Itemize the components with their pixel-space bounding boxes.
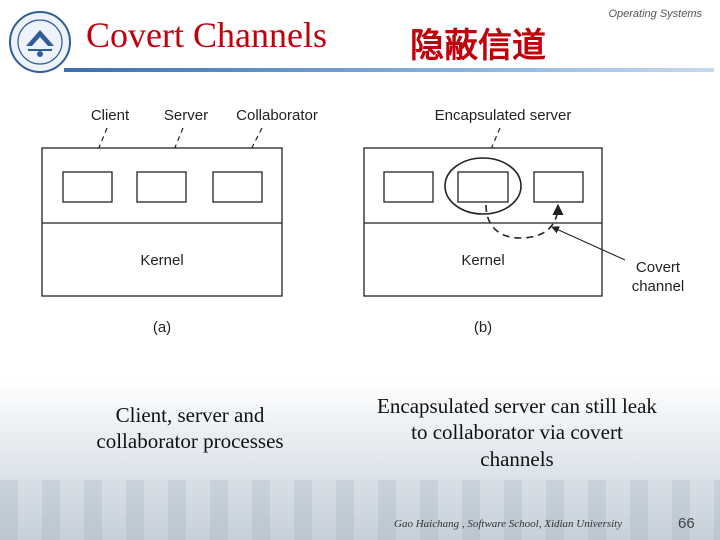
- caption-left: Client, server and collaborator processe…: [96, 403, 284, 454]
- system-box-a: [41, 147, 283, 297]
- slide-title: Covert Channels: [86, 15, 327, 55]
- sub-label-b: (b): [474, 319, 492, 336]
- kernel-label-a: Kernel: [140, 252, 183, 269]
- encapsulation-ring: [444, 157, 522, 215]
- title-underline: [64, 68, 714, 72]
- encapsulated-server-box: [457, 171, 509, 203]
- panel-b: Encapsulated server Covert channel Kerne…: [363, 107, 685, 336]
- collaborator-process-box: [212, 171, 263, 203]
- slide-title-chinese: 隐蔽信道: [410, 26, 546, 66]
- course-tag: Operating Systems: [608, 8, 702, 20]
- encapsulated-server-label: Encapsulated server: [435, 107, 572, 124]
- system-box-b: [363, 147, 603, 297]
- covert-channel-pointer: [551, 226, 626, 261]
- server-process-box: [136, 171, 187, 203]
- collaborator-process-box-b: [533, 171, 584, 203]
- sub-label-a: (a): [153, 319, 171, 336]
- client-process-box: [62, 171, 113, 203]
- collaborator-label: Collaborator: [236, 107, 318, 124]
- campus-background: [0, 380, 720, 540]
- covert-channel-path: [485, 203, 564, 239]
- kernel-label-b: Kernel: [461, 252, 504, 269]
- university-logo: [9, 11, 71, 73]
- server-label: Server: [164, 107, 208, 124]
- covert-label-line2: channel: [632, 278, 685, 295]
- caption-right: Encapsulated server can still leak to co…: [377, 394, 657, 471]
- page-number: 66: [678, 515, 695, 532]
- covert-label-line1: Covert: [636, 259, 681, 276]
- client-label: Client: [91, 107, 130, 124]
- panel-a: Client Server Collaborator Kernel (a): [41, 107, 318, 336]
- client-process-box-b: [383, 171, 434, 203]
- footer-author: Gao Haichang , Software School, Xidian U…: [394, 518, 623, 530]
- covert-channel-diagram: Client Server Collaborator Kernel (a) En…: [41, 107, 685, 336]
